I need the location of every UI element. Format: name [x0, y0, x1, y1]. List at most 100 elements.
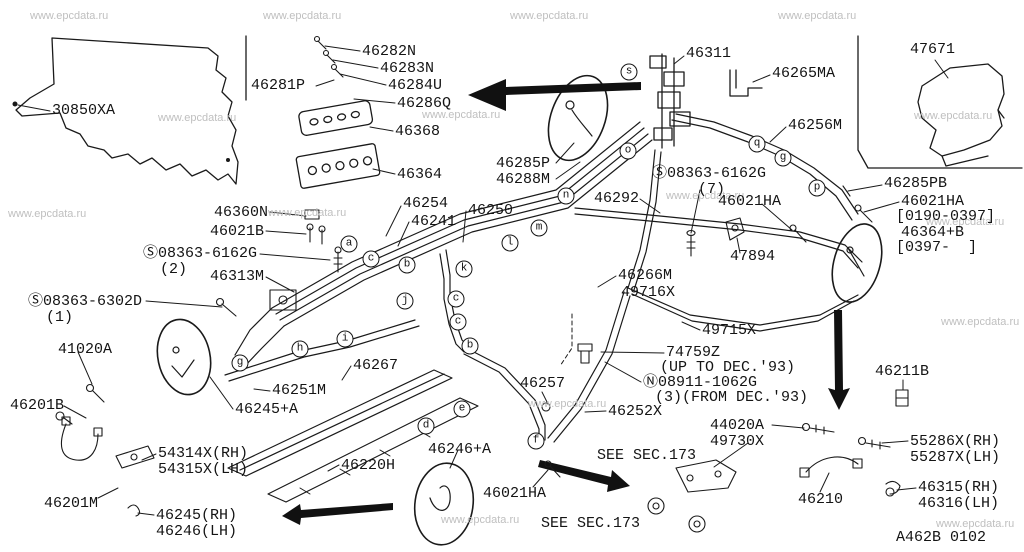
part-label: 46257 [520, 375, 566, 392]
watermark-text: www.epcdata.ru [914, 110, 993, 122]
part-label: 49730X [710, 433, 765, 450]
part-label: 46256M [788, 117, 843, 134]
connector-letter-marker: h [291, 340, 309, 358]
watermark-text: www.epcdata.ru [778, 10, 857, 22]
watermark-text: www.epcdata.ru [666, 190, 745, 202]
part-label: 46201M [44, 495, 99, 512]
cover-47671 [917, 59, 1005, 167]
part-label: 46021B [210, 223, 265, 240]
junction-block-46368 [298, 100, 374, 136]
connector-letter-marker: p [808, 179, 826, 197]
watermark-text: www.epcdata.ru [158, 112, 237, 124]
part-label: Ⓝ08911-1062G [643, 374, 758, 391]
connector-letter-marker: g [231, 354, 249, 372]
part-label: 47671 [910, 41, 956, 58]
connector-letter-marker: i [336, 330, 354, 348]
part-label: 46284U [388, 77, 443, 94]
connector-letter-marker: b [398, 256, 416, 274]
part-label: 46282N [362, 43, 417, 60]
part-label: 46246(LH) [156, 523, 238, 540]
part-label: 46267 [353, 357, 399, 374]
part-label: 46246+A [428, 441, 492, 458]
part-label: 46311 [686, 45, 732, 62]
detail-balloons [156, 74, 883, 546]
connector-letter-marker: e [453, 400, 471, 418]
part-label: 46021HA [718, 193, 782, 210]
part-label: 30850XA [52, 102, 116, 119]
part-label: SEE SEC.173 [597, 447, 697, 464]
connector-cluster-46311 [649, 53, 763, 149]
connector-letter-marker: d [417, 417, 435, 435]
watermark-text: www.epcdata.ru [263, 10, 342, 22]
part-label: 49715X [702, 322, 757, 339]
watermark-text: www.epcdata.ru [936, 518, 1015, 530]
part-label: 46364+B [901, 224, 965, 241]
part-label: 55287X(LH) [910, 449, 1001, 466]
watermark-text: www.epcdata.ru [8, 208, 87, 220]
inset-borders [245, 35, 1023, 169]
part-label: 46265MA [772, 65, 836, 82]
part-label: 46292 [594, 190, 640, 207]
part-label: 46266M [618, 267, 673, 284]
part-label: (2) [160, 261, 188, 278]
leader-lines [63, 45, 917, 516]
part-label: 46288M [496, 171, 551, 188]
connector-letter-marker: q [748, 135, 766, 153]
watermark-text: www.epcdata.ru [422, 109, 501, 121]
part-label: 55286X(RH) [910, 433, 1001, 450]
connector-letter-marker: c [447, 290, 465, 308]
connector-letter-marker: b [461, 337, 479, 355]
part-label: A462B 0102 [896, 529, 987, 546]
connector-letter-marker: f [527, 432, 545, 450]
connector-letter-marker: l [501, 234, 519, 252]
connector-letter-marker: c [362, 250, 380, 268]
part-label: [0397- ] [896, 239, 978, 256]
connector-letter-marker: o [619, 142, 637, 160]
part-label: 46254 [403, 195, 449, 212]
watermark-text: www.epcdata.ru [941, 316, 1020, 328]
connector-letter-marker: m [530, 219, 548, 237]
part-label: 46313M [210, 268, 265, 285]
connector-letter-marker: a [340, 235, 358, 253]
part-label: Ⓢ08363-6162G [652, 165, 767, 182]
connector-letter-marker: k [455, 260, 473, 278]
part-label: (7) [698, 181, 726, 198]
part-label: (3)(FROM DEC.'93) [655, 389, 809, 406]
part-label: 49716X [621, 284, 676, 301]
part-label: 46364 [397, 166, 443, 183]
part-label: (UP TO DEC.'93) [660, 359, 796, 376]
part-label: 46286Q [397, 95, 452, 112]
part-label: 74759Z [666, 344, 721, 361]
part-label: (1) [46, 309, 74, 326]
connector-letter-marker: j [396, 292, 414, 310]
watermark-text: www.epcdata.ru [268, 207, 347, 219]
watermark-text: www.epcdata.ru [510, 10, 589, 22]
watermark-text: www.epcdata.ru [30, 10, 109, 22]
connector-letter-marker: n [557, 187, 575, 205]
part-label: 46250 [468, 202, 514, 219]
part-label: 46252X [608, 403, 663, 420]
part-label: 46210 [798, 491, 844, 508]
sill-rails [227, 369, 479, 503]
part-label: 46021HA [901, 193, 965, 210]
watermark-text: www.epcdata.ru [528, 398, 607, 410]
part-label: 46368 [395, 123, 441, 140]
part-label: 46316(LH) [918, 495, 1000, 512]
small-parts [55, 35, 909, 533]
part-label: 46285P [496, 155, 551, 172]
connector-letter-marker: s [620, 63, 638, 81]
part-label: 54314X(RH) [158, 445, 249, 462]
part-label: Ⓢ08363-6162G [143, 245, 258, 262]
junction-block-46364 [295, 143, 381, 189]
part-label: 47894 [730, 248, 776, 265]
part-label: 54315X(LH) [158, 461, 249, 478]
part-label: 44020A [710, 417, 765, 434]
part-label: 46220H [341, 457, 396, 474]
dashed-reference [559, 313, 573, 367]
part-label: 46245+A [235, 401, 299, 418]
part-label: 46201B [10, 397, 65, 414]
part-label: 46360N [214, 204, 269, 221]
part-label: 46241 [411, 213, 457, 230]
